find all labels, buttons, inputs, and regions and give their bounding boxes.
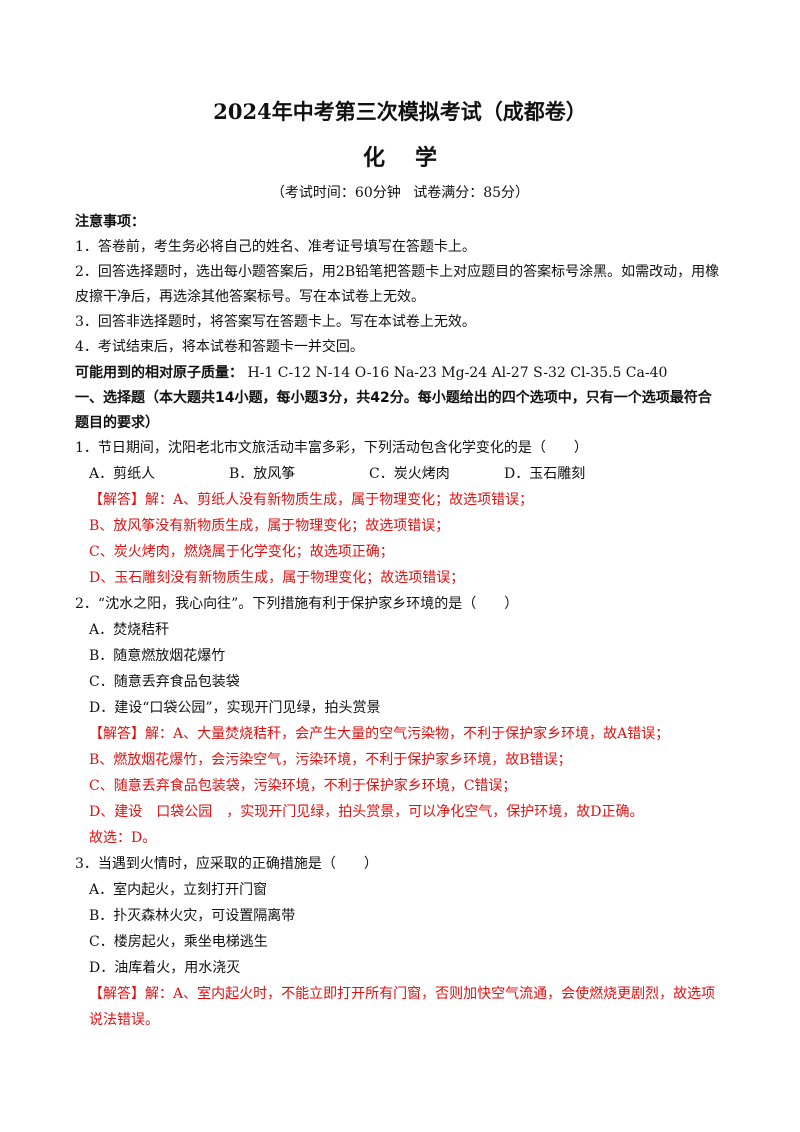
answer-line: C、炭火烤肉，燃烧属于化学变化；故选项正确； (89, 544, 394, 560)
section-heading: 一、选择题（本大题共14小题，每小题3分，共42分。每小题给出的四个选项中，只有… (75, 390, 712, 406)
notes-heading: 注意事项： (75, 214, 145, 230)
option-d: D．建设“口袋公园”，实现开门见绿，拍头赏景 (89, 700, 381, 716)
exam-score: 试卷满分：85分） (413, 185, 530, 201)
note-item: 3．回答非选择题时，将答案写在答题卡上。写在本试卷上无效。 (75, 314, 476, 330)
answer-line: 【解答】解：A、室内起火时，不能立即打开所有门窗，否则加快空气流通，会使燃烧更剧… (89, 986, 716, 1002)
section-heading-cont: 题目的要求） (75, 415, 159, 431)
answer-line: 【解答】解：A、剪纸人没有新物质生成，属于物理变化；故选项错误； (89, 492, 534, 508)
answer-line: D、玉石雕刻没有新物质生成，属于物理变化；故选项错误； (89, 570, 465, 586)
note-item: 皮擦干净后，再选涂其他答案标号。写在本试卷上无效。 (75, 289, 425, 305)
answer-line: B、放风筝没有新物质生成，属于物理变化；故选项错误； (89, 518, 450, 534)
atomic-masses: 可能用到的相对原子质量： H-1 C-12 N-14 O-16 Na-23 Mg… (75, 363, 730, 383)
exam-title: 2024年中考第三次模拟考试（成都卷） (213, 99, 587, 124)
question-3-stem: 3．当遇到火情时，应采取的正确措施是（ ） (75, 856, 378, 872)
note-item: 2．回答选择题时，选出每小题答案后，用2B铅笔把答题卡上对应题目的答案标号涂黑。… (75, 264, 720, 280)
exam-meta: （考试时间：60分钟 试卷满分：85分） (0, 182, 800, 204)
answer-line: 【解答】解：A、大量焚烧秸秆，会产生大量的空气污染物，不利于保护家乡环境，故A错… (89, 726, 670, 742)
option-d: D．油库着火，用水浇灭 (89, 960, 241, 976)
option-a: A．剪纸人 (89, 466, 156, 482)
atomic-masses-values: H-1 C-12 N-14 O-16 Na-23 Mg-24 Al-27 S-3… (247, 365, 668, 381)
atomic-masses-label: 可能用到的相对原子质量： (75, 365, 243, 381)
option-d: D．玉石雕刻 (504, 466, 586, 482)
answer-line: 故选：D。 (89, 830, 157, 846)
answer-line: B、燃放烟花爆竹，会污染空气，污染环境，不利于保护家乡环境，故B错误； (89, 752, 572, 768)
option-b: B．放风筝 (229, 466, 296, 482)
answer-line: D、建设 口袋公园 ，实现开门见绿，拍头赏景，可以净化空气，保护环境，故D正确。 (89, 804, 644, 820)
option-b: B．随意燃放烟花爆竹 (89, 648, 226, 664)
option-a: A．室内起火，立刻打开门窗 (89, 882, 268, 898)
question-2-stem: 2．“沈水之阳，我心向往”。下列措施有利于保护家乡环境的是（ ） (75, 596, 519, 612)
option-c: C．炭火烤肉 (369, 466, 450, 482)
option-b: B．扑灭森林火灾，可设置隔离带 (89, 908, 296, 924)
option-c: C．随意丢弃食品包装袋 (89, 674, 240, 690)
exam-time: （考试时间：60分钟 (270, 185, 401, 201)
question-1-stem: 1．节日期间，沈阳老北市文旅活动丰富多彩，下列活动包含化学变化的是（ ） (75, 440, 588, 456)
answer-line: C、随意丢弃食品包装袋，污染环境，不利于保护家乡环境，C错误； (89, 778, 517, 794)
note-item: 4．考试结束后，将本试卷和答题卡一并交回。 (75, 339, 364, 355)
question-1-options: A．剪纸人 B．放风筝 C．炭火烤肉 D．玉石雕刻 (89, 464, 744, 484)
option-a: A．焚烧秸秆 (89, 622, 170, 638)
option-c: C．楼房起火，乘坐电梯逃生 (89, 934, 268, 950)
note-item: 1．答卷前，考生务必将自己的姓名、准考证号填写在答题卡上。 (75, 239, 476, 255)
answer-line: 说法错误。 (89, 1012, 159, 1028)
subject-title: 化学 (362, 145, 467, 171)
